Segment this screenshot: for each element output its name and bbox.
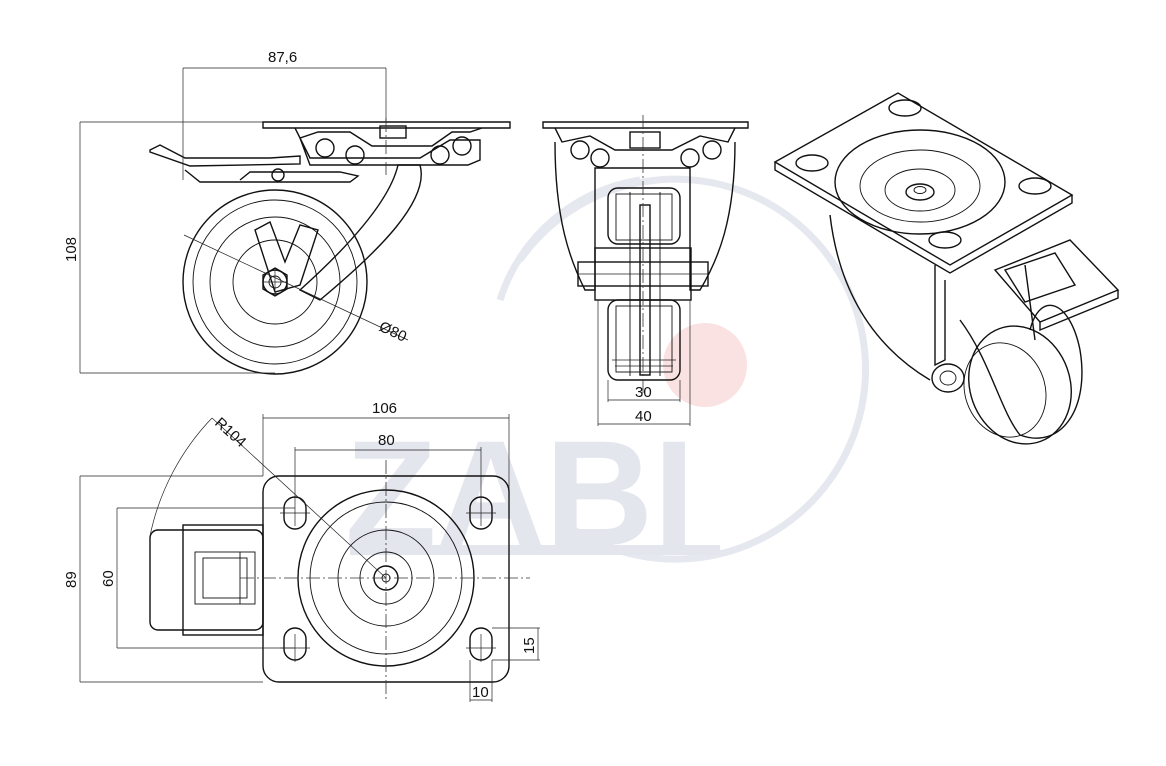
watermark-text: ZABI <box>345 409 695 577</box>
top-view: 106 80 R104 89 60 15 10 <box>63 400 540 702</box>
front-section-view: 30 40 <box>542 115 749 426</box>
dim-side-width: 87,6 <box>268 49 297 66</box>
side-view: 87,6 108 Ø80 <box>63 49 511 375</box>
dim-hole-spacing-length: 80 <box>378 432 395 449</box>
dim-plate-width: 89 <box>63 571 80 588</box>
dim-wheel-width-inner: 30 <box>635 384 652 401</box>
watermark: ZABI <box>345 175 870 577</box>
dim-slot-width: 10 <box>472 684 489 701</box>
dim-height: 108 <box>63 237 80 262</box>
isometric-view <box>773 92 1120 445</box>
dim-plate-length: 106 <box>372 400 397 417</box>
dim-slot-length: 15 <box>521 637 538 654</box>
dim-wheel-diameter: Ø80 <box>376 318 409 345</box>
dim-wheel-width-outer: 40 <box>635 408 652 425</box>
dim-hole-spacing-width: 60 <box>100 570 117 587</box>
dim-radius: R104 <box>211 414 249 451</box>
